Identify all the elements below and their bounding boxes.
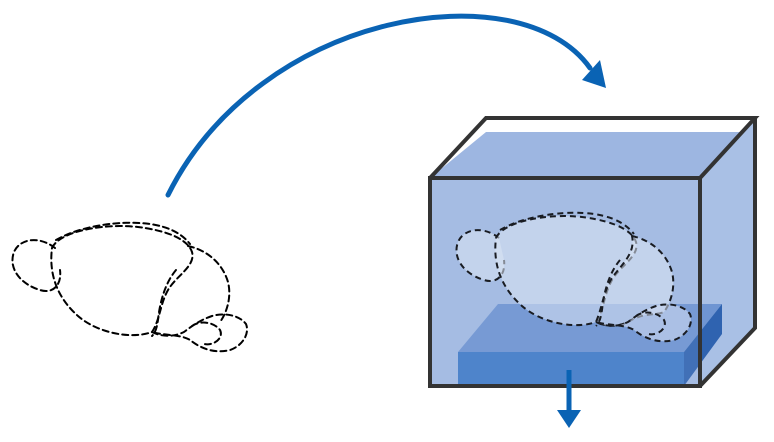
submerged-brain-cerebellum	[595, 235, 675, 327]
brain-inner-divider	[151, 269, 177, 337]
brain-olfactory-bulb	[11, 239, 62, 292]
transfer-arrow-shaft	[165, 13, 593, 198]
brain-cortex-top	[55, 221, 191, 245]
submerged-brain-cortex-top	[499, 211, 635, 235]
drain-arrow-head	[557, 410, 581, 428]
platform-side-face	[684, 304, 722, 386]
submerged-brain-stem	[595, 303, 692, 343]
transfer-arrow-head	[582, 60, 606, 88]
brain-stem	[151, 313, 248, 353]
brain-cerebellum	[187, 245, 231, 323]
box-outline-side	[698, 118, 757, 388]
submerged-brain	[455, 211, 692, 343]
drain-arrow	[557, 370, 581, 428]
fluid-front-overlay	[430, 178, 700, 386]
brain-outline	[11, 221, 248, 353]
box-outline-top	[428, 116, 760, 180]
transfer-arrow	[165, 13, 606, 198]
fluid-top-surface	[430, 132, 755, 178]
fluid-box	[428, 116, 760, 388]
brain-cerebrum	[50, 225, 194, 337]
submerged-brain-pons	[635, 311, 666, 336]
submerged-brain-olfactory	[455, 229, 506, 282]
brain-pons	[191, 321, 222, 346]
submerged-brain-divider	[595, 259, 621, 327]
